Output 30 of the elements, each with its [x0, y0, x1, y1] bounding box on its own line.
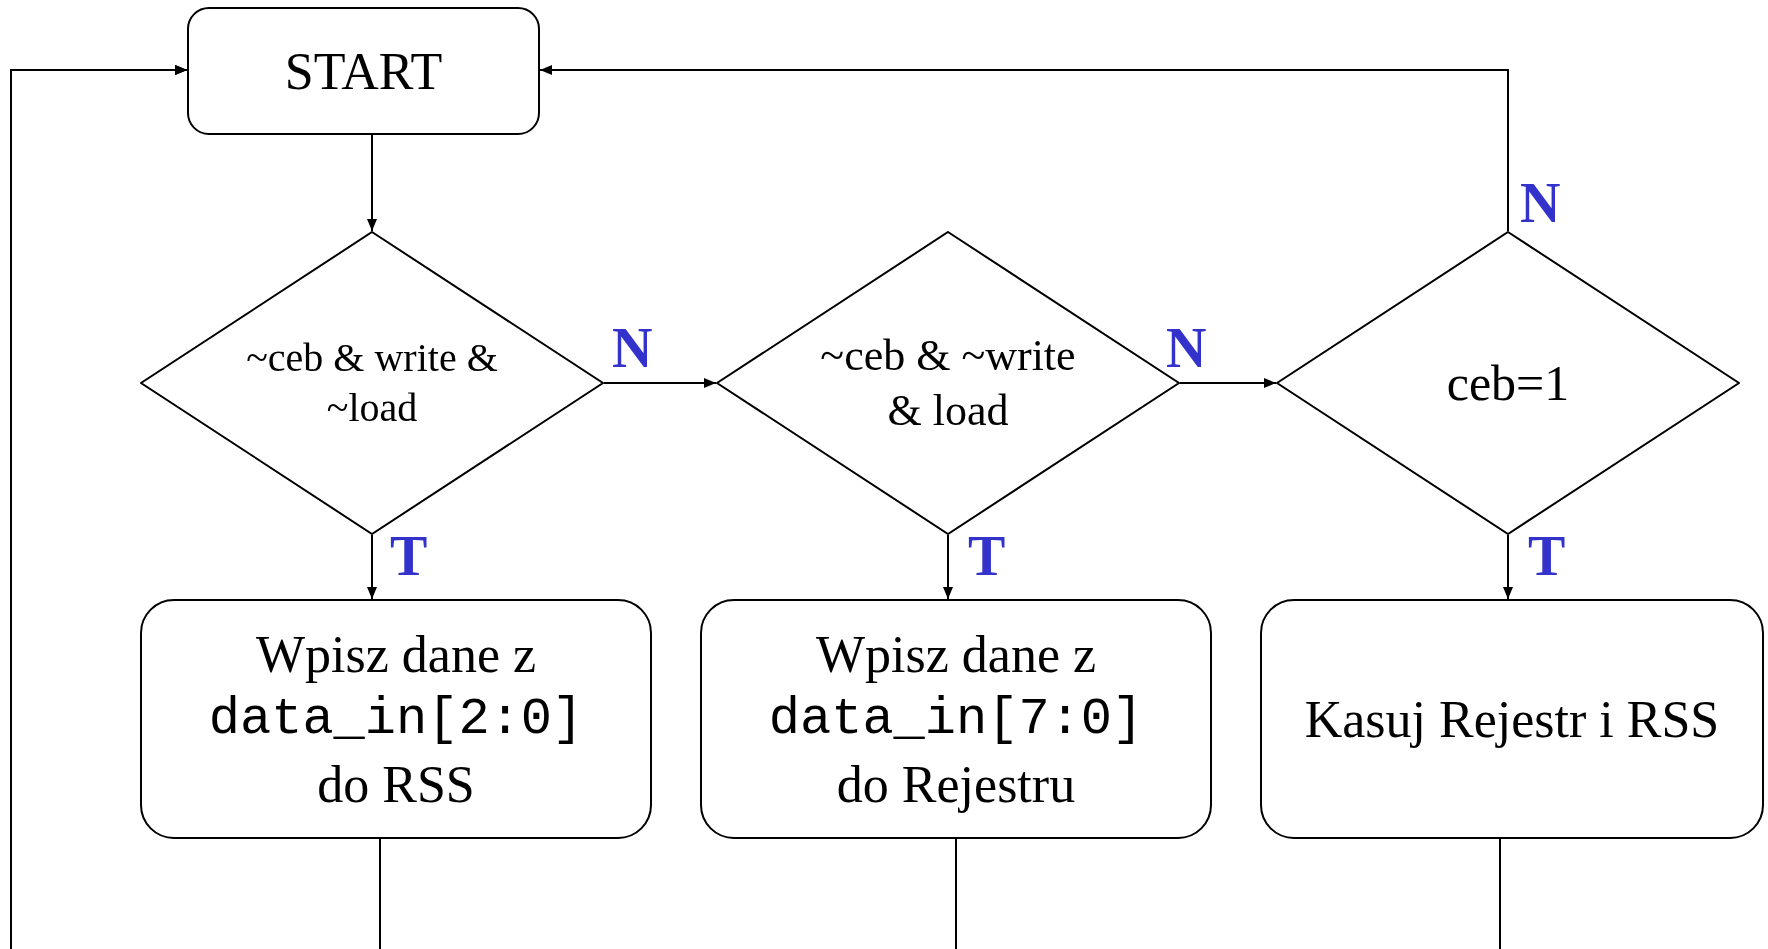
arrow — [943, 534, 953, 600]
edge-label: N — [612, 320, 653, 376]
process-box — [1260, 599, 1764, 839]
code-text: data_in[7:0] — [768, 688, 1144, 751]
arrow — [1179, 378, 1277, 388]
condition-text: ceb=1 — [1446, 353, 1570, 413]
arrow — [539, 65, 1509, 232]
edge-label: N — [1166, 320, 1207, 376]
condition-text: ~ceb & ~write & load — [819, 330, 1077, 437]
condition-text: ~ceb & write & ~load — [245, 334, 499, 432]
edge-label: T — [968, 528, 1006, 584]
node-text: do RSS — [317, 754, 475, 815]
arrow — [1503, 534, 1513, 600]
process-box — [140, 599, 652, 839]
node-text: Wpisz dane z — [815, 624, 1097, 685]
arrow — [367, 134, 377, 232]
node-text: Kasuj Rejestr i RSS — [1304, 689, 1720, 750]
edge-label: T — [1528, 528, 1566, 584]
edge-label: T — [390, 528, 428, 584]
process-box — [700, 599, 1212, 839]
decision-diamond — [1276, 231, 1740, 535]
decision-diamond — [140, 231, 604, 535]
code-text: data_in[2:0] — [208, 688, 584, 751]
node-text: do Rejestru — [836, 754, 1076, 815]
node-text: Wpisz dane z — [255, 624, 537, 685]
arrow — [603, 378, 717, 388]
arrow — [367, 534, 377, 600]
terminal-box — [187, 7, 540, 135]
node-text: START — [284, 41, 443, 102]
edge-label: N — [1520, 175, 1561, 231]
